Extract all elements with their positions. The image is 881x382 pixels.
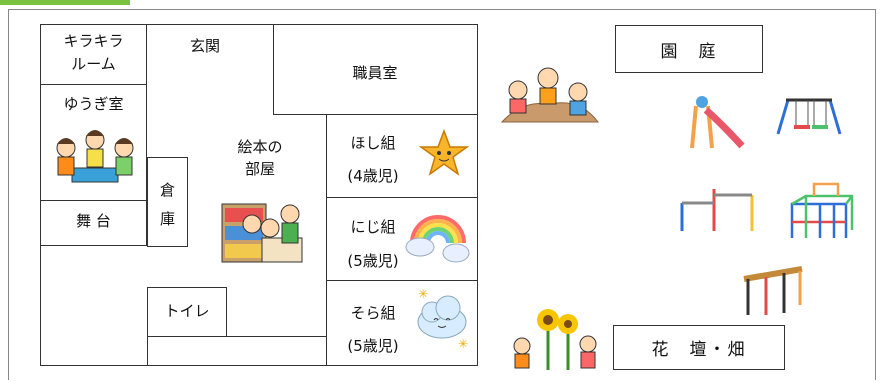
- room-shokuin-label: 職員室: [352, 64, 398, 82]
- room-butai: [40, 200, 147, 246]
- slide-icon: [690, 96, 745, 149]
- star-face-icon: [418, 128, 470, 176]
- room-niji-name: にじ組: [350, 218, 396, 236]
- room-sora-name: そら組: [350, 304, 396, 322]
- climbing-frame-icon: [743, 266, 803, 315]
- room-shokuin: [273, 24, 478, 115]
- swing-icon: [776, 98, 842, 135]
- svg-text:✳: ✳: [458, 337, 468, 351]
- children-playing-icon: [56, 130, 134, 183]
- rainbow-cloud-icon: [405, 215, 470, 263]
- header-accent-tab: [0, 0, 130, 5]
- room-kirakira: [40, 24, 147, 85]
- room-toilet-label: トイレ: [164, 302, 210, 320]
- room-toilet: [147, 287, 227, 337]
- flowerbed-sign: 花 壇・畑: [613, 325, 785, 370]
- cloud-face-icon: ✳✳: [417, 287, 468, 351]
- children-sandpit-icon: [500, 67, 600, 123]
- entrance-label: 玄関: [189, 37, 220, 55]
- svg-text:✳: ✳: [418, 287, 428, 301]
- bookshelf-children-icon: [221, 203, 303, 263]
- room-souko: [147, 157, 188, 247]
- room-ehon-label: 絵本の 部屋: [237, 138, 283, 178]
- room-sora-age: (5歳児): [347, 337, 399, 355]
- room-butai-label: 舞 台: [76, 212, 111, 230]
- iron-bar-icon: [680, 189, 754, 231]
- jungle-gym-icon: [790, 182, 854, 238]
- room-yuugi-label: ゆうぎ室: [63, 95, 124, 113]
- room-hoshi-age: (4歳児): [347, 167, 399, 185]
- room-souko-label: 倉 庫: [159, 181, 175, 228]
- garden-sign: 園 庭: [615, 25, 763, 73]
- map-frame: [8, 9, 876, 380]
- room-niji-age: (5歳児): [347, 252, 399, 270]
- sunflower-children-icon: [513, 309, 597, 370]
- corridor-bottom: [147, 336, 327, 366]
- room-kirakira-label: キラキラ ルーム: [63, 32, 124, 73]
- room-hoshi-name: ほし組: [350, 134, 396, 152]
